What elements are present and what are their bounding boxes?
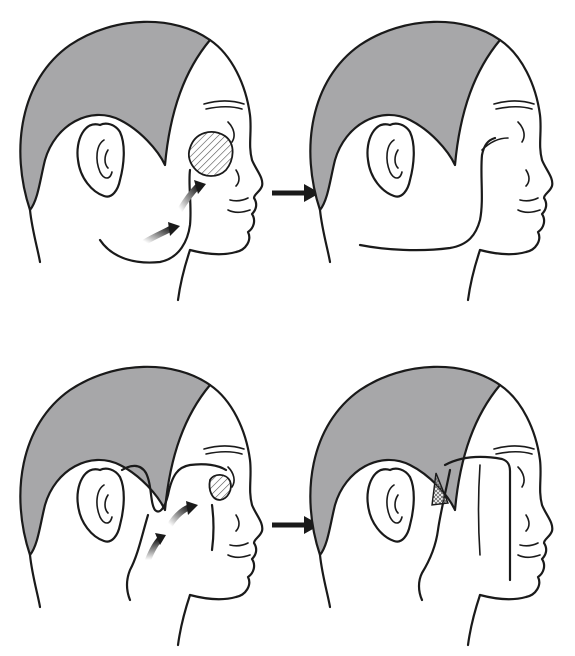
panel-after-temporal-flap [310,367,552,645]
lift-arrow-lower-head-icon [168,222,180,236]
flap-arrow-upper-icon [170,507,190,525]
flap-inner-edge [212,505,214,550]
flap-arrow-lower-icon [148,539,160,560]
hatched-cheek-area [189,132,233,176]
panel-before-temporal-flap [20,367,262,645]
flap-fold-line [479,465,481,555]
flap-arrow-upper-head-icon [186,501,198,515]
jaw-outline [100,170,191,263]
panel-after-cheek-lift [310,22,552,300]
hatched-temple-area [209,475,230,500]
lifted-jaw-outline [360,138,495,250]
panel-before-cheek-lift [20,22,262,300]
flap-outer-edge [127,515,148,600]
lift-arrow-lower-icon [145,228,172,242]
